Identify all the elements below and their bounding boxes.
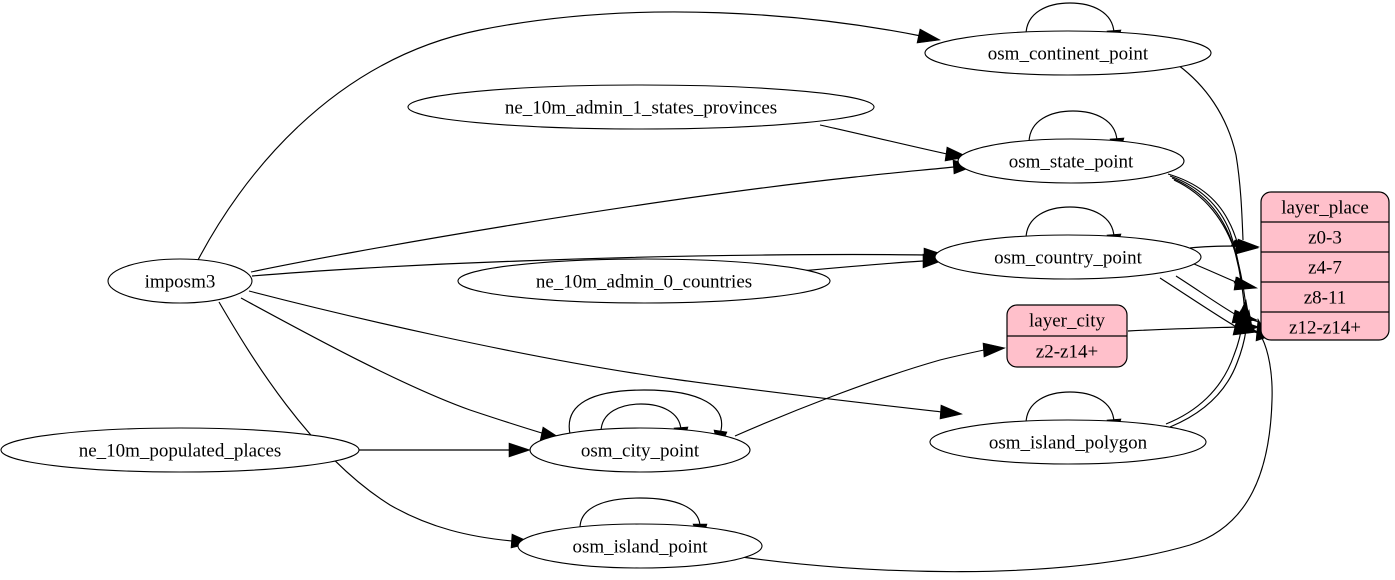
edge-osm_country_point-to-layer_place-z0-3	[1189, 238, 1260, 254]
record-node-layer: layer_place z0-3 z4-7 z8-11 z12-z14+ lay…	[1006, 191, 1390, 368]
layer_place-background	[1260, 191, 1390, 341]
node-osm_island_polygon[interactable]: osm_island_polygon	[929, 419, 1207, 465]
edge-imposm3-to-osm_state_point	[250, 159, 975, 273]
node-label-imposm3: imposm3	[145, 272, 216, 293]
layer_city-port-z2-z14[interactable]: z2-z14+	[1036, 342, 1098, 363]
node-label-ne_10m_admin_1_states_provinces: ne_10m_admin_1_states_provinces	[505, 98, 777, 119]
node-ne_10m_admin_0_countries[interactable]: ne_10m_admin_0_countries	[457, 258, 831, 304]
edge-ne_10m_admin_0_countries-to-osm_country_point	[800, 253, 945, 272]
node-osm_city_point[interactable]: osm_city_point	[529, 427, 751, 473]
edge-osm_city_point-to-layer_city-z2-z14	[734, 342, 1006, 437]
layer_place-port-z4-7[interactable]: z4-7	[1308, 258, 1342, 279]
edge-imposm3-to-osm_island_point	[218, 301, 533, 549]
edge-imposm3-to-osm_continent_point	[197, 11, 941, 261]
layer_city-title: layer_city	[1029, 311, 1105, 332]
layer_place-title: layer_place	[1281, 198, 1369, 219]
node-imposm3[interactable]: imposm3	[107, 258, 253, 304]
node-label-osm_city_point: osm_city_point	[581, 441, 700, 462]
edge-ne_10m_populated_places-to-osm_city_point	[359, 442, 531, 458]
node-label-osm_island_polygon: osm_island_polygon	[989, 433, 1148, 454]
node-label-ne_10m_admin_0_countries: ne_10m_admin_0_countries	[536, 272, 752, 293]
edge-ne_10m_admin_1_states_provinces-to-osm_state_point	[819, 124, 969, 162]
node-osm_island_point[interactable]: osm_island_point	[517, 523, 763, 569]
edge-osm_country_point-to-layer_place-z4-7	[1193, 263, 1259, 291]
edge-osm_continent_point-to-layer_place-z0-3	[1177, 64, 1259, 255]
layer_place-port-z8-11[interactable]: z8-11	[1304, 288, 1347, 309]
node-label-osm_continent_point: osm_continent_point	[988, 44, 1149, 65]
layer_place-port-z12-z14[interactable]: z12-z14+	[1289, 318, 1361, 339]
node-osm_state_point[interactable]: osm_state_point	[957, 138, 1185, 184]
node-label-osm_country_point: osm_country_point	[994, 248, 1142, 269]
edge-imposm3-to-osm_city_point	[240, 297, 564, 442]
edge-imposm3-to-osm_island_polygon	[248, 290, 963, 420]
node-osm_continent_point[interactable]: osm_continent_point	[924, 30, 1212, 76]
node-label-osm_state_point: osm_state_point	[1009, 152, 1134, 173]
edge-layer_city-to-layer_place-z12-z14	[1127, 319, 1260, 335]
node-ne_10m_populated_places[interactable]: ne_10m_populated_places	[0, 427, 360, 473]
node-osm_country_point[interactable]: osm_country_point	[934, 234, 1202, 280]
layer_place-port-z0-3[interactable]: z0-3	[1308, 228, 1342, 249]
record-node-layer_city[interactable]: layer_city z2-z14+	[1006, 304, 1128, 368]
node-label-ne_10m_populated_places: ne_10m_populated_places	[79, 441, 282, 462]
node-ne_10m_admin_1_states_provinces[interactable]: ne_10m_admin_1_states_provinces	[407, 84, 875, 130]
record-node-layer_place[interactable]: layer_place z0-3 z4-7 z8-11 z12-z14+	[1260, 191, 1390, 341]
node-layer: imposm3 ne_10m_admin_1_states_provinces …	[0, 30, 1212, 569]
edge-osm_island_polygon-to-layer_place-z12-z14	[1169, 309, 1254, 428]
node-label-osm_island_point: osm_island_point	[572, 537, 708, 558]
